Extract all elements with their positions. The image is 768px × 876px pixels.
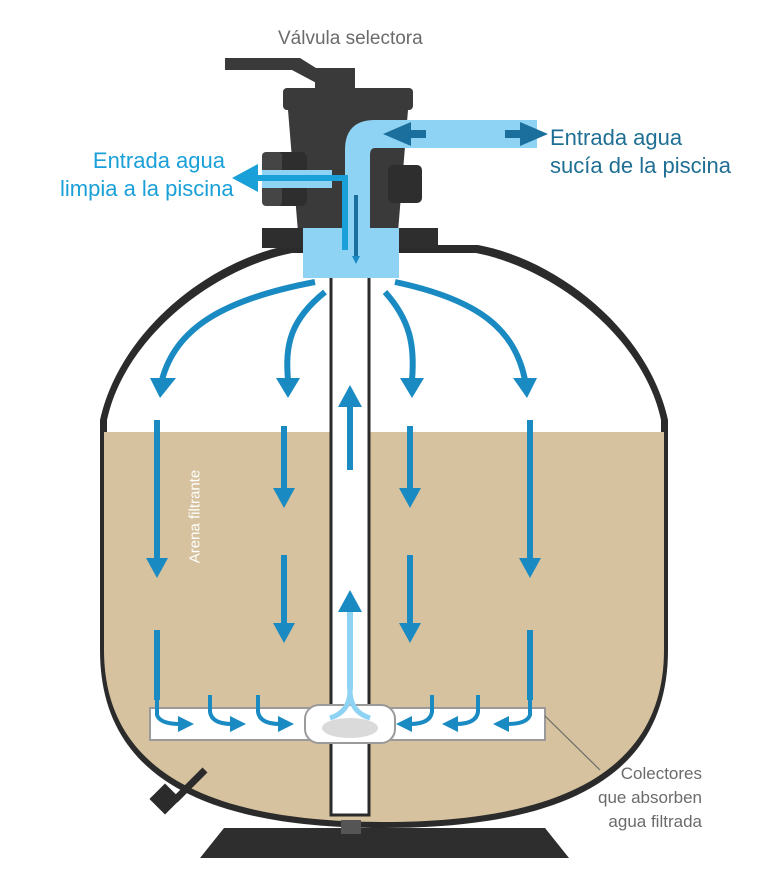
downflow-arrow-heads xyxy=(146,488,541,643)
central-pipe xyxy=(329,273,371,834)
inlet-flow-arrows xyxy=(352,122,548,264)
clean-outlet-label-line2: limpia a la piscina xyxy=(60,176,234,201)
dirty-inlet-label: Entrada agua sucía de la piscina xyxy=(550,124,731,180)
filter-sand-label: Arena filtrante xyxy=(186,469,204,564)
collectors-label-line3: agua filtrada xyxy=(608,812,702,831)
upflow-arrows xyxy=(329,385,371,721)
distribution-arrows xyxy=(159,279,528,381)
collectors-label-line1: Colectores xyxy=(620,764,702,783)
distribution-arrow-heads xyxy=(150,378,537,398)
selector-valve xyxy=(225,58,537,278)
clean-outlet-label: Entrada agua limpia a la piscina xyxy=(60,147,234,203)
filter-sand xyxy=(104,432,664,822)
collector-arrow-heads xyxy=(178,716,509,732)
collectors-label-line2: que absorben xyxy=(598,788,702,807)
collector-arrows xyxy=(155,695,532,726)
tank-base xyxy=(200,828,569,858)
clean-outlet-label-line1: Entrada agua xyxy=(92,148,225,173)
collectors-label: Colectores que absorben agua filtrada xyxy=(560,762,702,834)
dirty-inlet-label-line2: sucía de la piscina xyxy=(550,153,731,178)
dirty-inlet-label-line1: Entrada agua xyxy=(550,125,683,150)
selector-valve-label: Válvula selectora xyxy=(278,28,423,49)
outlet-flow-arrow xyxy=(232,164,348,250)
downflow-arrows xyxy=(154,420,533,700)
